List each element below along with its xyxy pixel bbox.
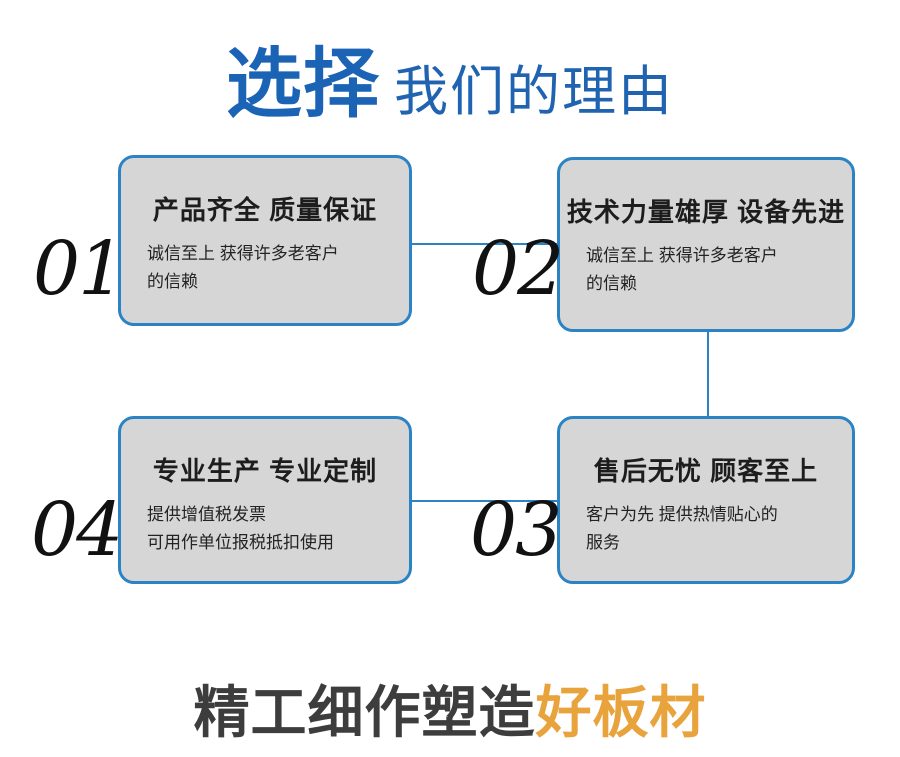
reason-number-04: 04 [31,487,123,573]
reason-card-03-body-line-2: 服务 [586,533,620,552]
reason-card-01-title: 产品齐全 质量保证 [152,195,378,225]
footer-slogan: 精工细作塑造好板材 [0,668,900,749]
reason-number-01: 01 [33,226,125,312]
reason-number-03: 03 [470,487,562,573]
reason-card-03-title: 售后无忧 顾客至上 [593,456,819,486]
reason-card-02-body: 诚信至上 获得许多老客户 的信赖 [586,242,838,298]
reason-card-04[interactable]: 专业生产 专业定制 提供增值税发票 可用作单位报税抵扣使用 [118,416,412,584]
reason-card-01[interactable]: 产品齐全 质量保证 诚信至上 获得许多老客户 的信赖 [118,155,412,326]
reason-card-01-body-line-1: 诚信至上 获得许多老客户 [147,244,339,263]
reason-card-01-body: 诚信至上 获得许多老客户 的信赖 [147,240,395,296]
connector-line-01-to-02 [408,243,560,245]
reason-card-03[interactable]: 售后无忧 顾客至上 客户为先 提供热情贴心的 服务 [557,416,855,584]
reason-card-02[interactable]: 技术力量雄厚 设备先进 诚信至上 获得许多老客户 的信赖 [557,157,855,332]
footer-slogan-dark: 精工细作塑造 [193,681,536,744]
page-title-strong: 选择 [226,42,380,127]
footer-slogan-accent: 好板材 [535,681,707,744]
connector-line-02-to-03 [707,328,709,420]
reason-card-04-body: 提供增值税发票 可用作单位报税抵扣使用 [147,501,395,557]
reason-card-02-body-line-2: 的信赖 [586,274,637,293]
reason-card-02-body-line-1: 诚信至上 获得许多老客户 [586,246,778,265]
page-title: 选择我们的理由 [0,22,900,132]
reason-card-03-body-line-1: 客户为先 提供热情贴心的 [586,505,778,524]
reason-card-01-body-line-2: 的信赖 [147,272,198,291]
page-title-light: 我们的理由 [394,62,674,122]
reason-number-02: 02 [472,226,564,312]
reason-card-03-body: 客户为先 提供热情贴心的 服务 [586,501,838,557]
reason-card-04-body-line-1: 提供增值税发票 [147,505,266,524]
reason-card-02-title: 技术力量雄厚 设备先进 [566,197,846,227]
connector-line-04-to-03 [408,500,560,502]
reason-card-04-title: 专业生产 专业定制 [152,456,378,486]
reason-card-04-body-line-2: 可用作单位报税抵扣使用 [147,533,334,552]
